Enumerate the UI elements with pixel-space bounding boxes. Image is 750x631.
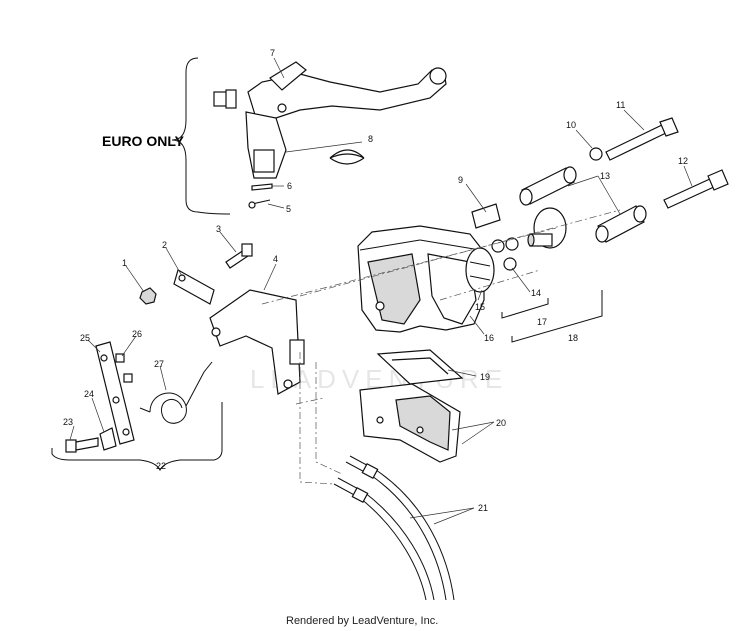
euro-only-label: EURO ONLY (102, 133, 185, 149)
callout-6: 6 (287, 181, 292, 191)
clip-part-19 (376, 349, 464, 385)
callout-22: 22 (156, 461, 166, 471)
spring-part-27 (139, 361, 213, 424)
callout-14: 14 (531, 288, 541, 298)
alignment-lines (261, 209, 621, 485)
callout-1: 1 (122, 258, 127, 268)
callout-numbers: 1 2 3 4 5 6 7 8 9 10 11 12 13 14 15 16 1… (63, 48, 688, 513)
link-part-2 (173, 269, 215, 305)
actuator-part-17 (527, 207, 567, 249)
callout-2: 2 (162, 240, 167, 250)
bolt-part-23 (65, 437, 99, 453)
callout-5: 5 (286, 204, 291, 214)
caliper-body-part-16 (357, 225, 485, 333)
plate-part-25 (95, 341, 135, 445)
callout-12: 12 (678, 156, 688, 166)
screw-part-5 (248, 199, 271, 209)
sleeves-part-13 (519, 166, 647, 243)
callout-16: 16 (484, 333, 494, 343)
bolt-part-3 (225, 243, 253, 269)
callout-26: 26 (132, 329, 142, 339)
callout-15: 15 (475, 302, 485, 312)
callout-8: 8 (368, 134, 373, 144)
footer-credit: Rendered by LeadVenture, Inc. (286, 615, 438, 627)
clip-part-6 (251, 183, 273, 191)
callout-11: 11 (616, 100, 625, 110)
callout-19: 19 (480, 372, 490, 382)
bolt-part-11 (605, 117, 679, 161)
brake-pads-part-20 (359, 383, 461, 463)
bolt-part-12 (663, 169, 729, 209)
callout-23: 23 (63, 417, 73, 427)
callout-21: 21 (478, 503, 488, 513)
cables-part-21 (333, 455, 455, 601)
callout-20: 20 (496, 418, 506, 428)
callout-27: 27 (154, 359, 164, 369)
callout-24: 24 (84, 389, 94, 399)
pins-part-26 (115, 353, 133, 383)
callout-10: 10 (566, 120, 576, 130)
washer-part-10 (589, 147, 603, 161)
callout-9: 9 (458, 175, 463, 185)
clip-part-24 (99, 427, 117, 451)
balls-part-14 (491, 237, 519, 271)
callout-4: 4 (273, 254, 278, 264)
group-bracket-17 (501, 298, 549, 319)
callout-18: 18 (568, 333, 578, 343)
group-bracket-22 (51, 402, 223, 472)
euro-bracket (171, 57, 231, 215)
nut-part-1 (139, 287, 157, 305)
brake-lever-part-7 (213, 61, 447, 179)
leader-lines (69, 57, 693, 525)
bracket-part-4 (209, 289, 305, 395)
callout-7: 7 (270, 48, 275, 58)
crescent-part-8 (329, 149, 365, 165)
callout-17: 17 (537, 317, 547, 327)
callout-3: 3 (216, 224, 221, 234)
plate-part-9 (471, 203, 501, 229)
group-bracket-18 (511, 290, 603, 343)
callout-13: 13 (600, 171, 610, 181)
callout-25: 25 (80, 333, 90, 343)
